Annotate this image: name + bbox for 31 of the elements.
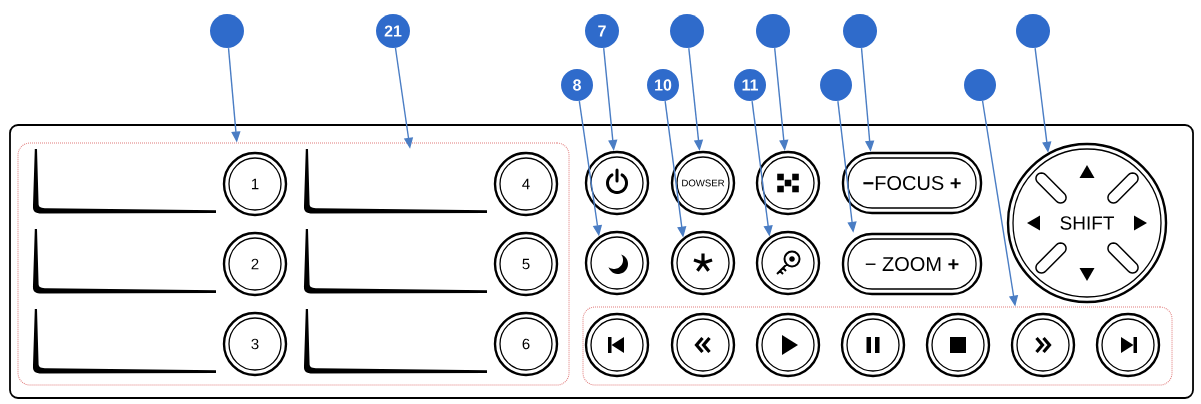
callout-number: 7 xyxy=(585,14,619,48)
button-group xyxy=(582,306,1173,386)
pill-button: −FOCUS + xyxy=(841,151,983,215)
control-panel xyxy=(9,124,1194,399)
round-button: 5 xyxy=(493,231,559,297)
callout-dot xyxy=(756,14,790,48)
round-button: 6 xyxy=(493,311,559,377)
fill-in-line xyxy=(32,229,216,294)
callout-dot xyxy=(670,14,704,48)
fill-in-line xyxy=(303,229,487,294)
callout-number: 21 xyxy=(376,14,410,48)
callout-number: 10 xyxy=(647,69,679,101)
pill-button: − ZOOM + xyxy=(841,232,983,296)
callout-dot xyxy=(820,69,852,101)
fill-in-line xyxy=(303,149,487,214)
round-button: 3 xyxy=(222,311,288,377)
fill-in-line xyxy=(32,309,216,374)
round-button: 2 xyxy=(222,231,288,297)
round-button: 4 xyxy=(493,151,559,217)
button-group xyxy=(17,142,570,386)
direction-pad: SHIFT xyxy=(1006,142,1168,304)
round-button: 1 xyxy=(222,151,288,217)
callout-number: 11 xyxy=(734,69,766,101)
callout-number: 8 xyxy=(561,69,593,101)
callout-dot xyxy=(210,14,244,48)
callout-dot xyxy=(1016,14,1050,48)
fill-in-line xyxy=(303,309,487,374)
round-button: DOWSER xyxy=(670,150,736,216)
callout-dot xyxy=(843,14,877,48)
callout-dot xyxy=(964,69,996,101)
fill-in-line xyxy=(32,149,216,214)
